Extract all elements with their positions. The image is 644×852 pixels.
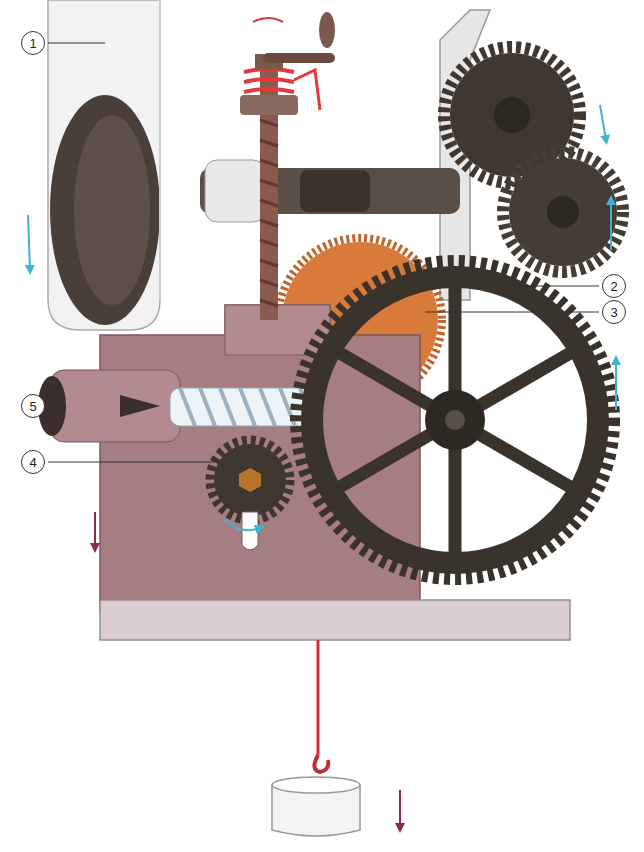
callout-number: 3: [610, 306, 617, 319]
small-gear: [210, 440, 290, 520]
leader-line: [425, 312, 599, 313]
crank-knob: [319, 12, 335, 48]
callout-circle: 2: [602, 274, 626, 298]
leader-line: [425, 286, 599, 287]
leader-line: [48, 43, 105, 44]
crank-arm: [268, 53, 330, 63]
leader-line: [48, 406, 60, 407]
callout-circle: 3: [602, 300, 626, 324]
callout-number: 2: [610, 280, 617, 293]
motion-arrow: [94, 512, 96, 548]
spring: [244, 69, 294, 92]
leader-line: [48, 462, 222, 463]
motion-arrow: [399, 790, 401, 828]
motion-arrow: [600, 105, 606, 140]
motion-arrow: [615, 360, 617, 410]
large-gear: [297, 262, 613, 578]
motion-arrow: [28, 215, 30, 270]
gear-teeth: [503, 152, 623, 272]
callout-number: 4: [29, 456, 36, 469]
callout-circle: 5: [21, 394, 45, 418]
pulley-face: [74, 115, 150, 305]
callout-number: 1: [29, 37, 36, 50]
callout-circle: 4: [21, 450, 45, 474]
motion-arrow: [610, 200, 612, 250]
base-plate: [100, 600, 570, 640]
belt: [48, 0, 160, 330]
callout-number: 5: [29, 400, 36, 413]
pulley: [50, 95, 160, 325]
callout-circle: 1: [21, 31, 45, 55]
housing: [100, 305, 420, 610]
cord: [317, 640, 320, 755]
